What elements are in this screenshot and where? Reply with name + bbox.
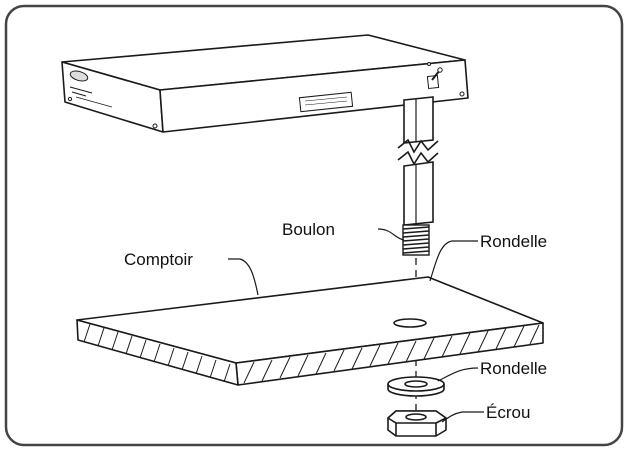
leader-comptoir: [228, 258, 259, 296]
label-rondelle-top: Rondelle: [480, 232, 547, 251]
label-ecrou: Écrou: [486, 403, 530, 422]
post-upper: [403, 96, 434, 144]
device-switch: [426, 74, 440, 90]
device-screw-front: [152, 123, 158, 129]
device-front-details: [67, 70, 158, 129]
device-label-plate: [298, 91, 354, 113]
diagram-frame: [4, 4, 624, 447]
device-side-details: [298, 62, 465, 113]
post-break-lower: [397, 150, 439, 166]
label-comptoir: Comptoir: [124, 250, 193, 269]
washer-bottom: [387, 376, 445, 397]
leader-lines: [228, 228, 484, 423]
device-screw-side: [459, 91, 465, 97]
leader-rondelle-top: [429, 240, 478, 282]
leader-rondelle-bottom: [437, 367, 479, 382]
label-boulon: Boulon: [282, 220, 335, 239]
label-rondelle-bottom: Rondelle: [480, 359, 547, 378]
countertop-hole: [393, 318, 427, 328]
device-logo: [69, 70, 89, 82]
post: [397, 96, 439, 226]
leader-boulon: [377, 228, 405, 241]
countertop: [76, 276, 544, 386]
bolt: [402, 224, 430, 256]
nut: [387, 410, 447, 437]
countertop-hatching: [83, 323, 540, 384]
leader-ecrou: [441, 411, 484, 423]
post-lower: [403, 161, 434, 226]
post-break-upper: [397, 138, 439, 154]
